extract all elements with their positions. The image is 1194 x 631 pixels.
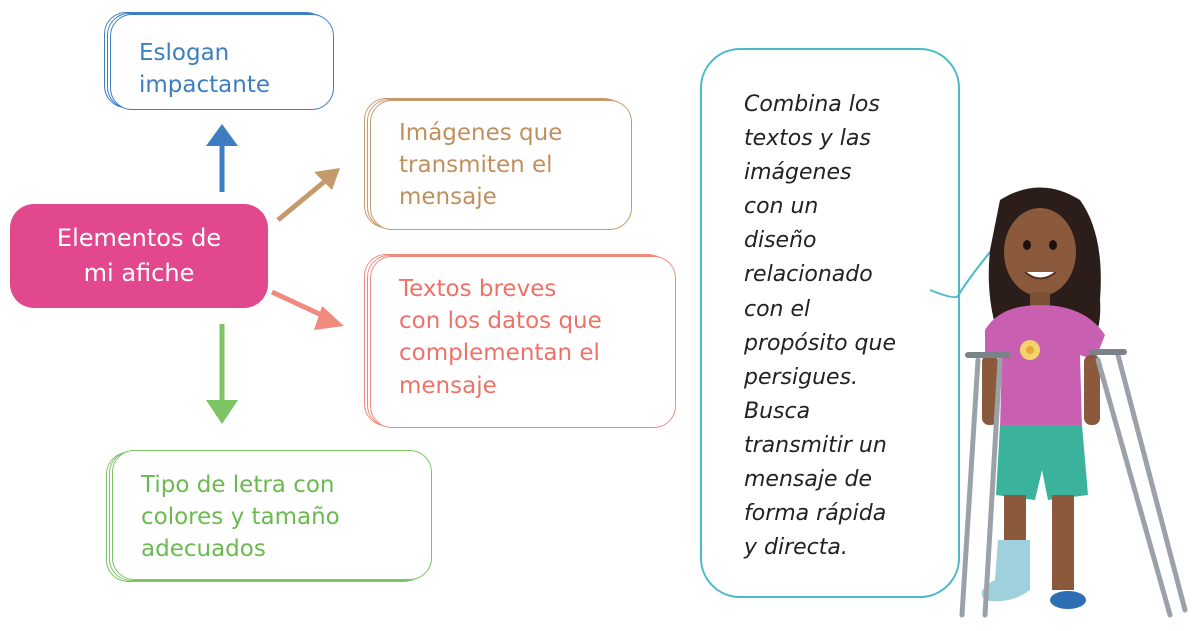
speech-bubble-text: Combina los textos y las imágenes con un… [744,92,896,561]
node-imagenes: Imágenes que transmiten el mensaje [370,100,632,230]
arrow-down-right-icon [270,289,344,330]
node-tipo-label: Tipo de letra con colores y tamaño adecu… [141,472,340,563]
central-node-label: Elementos de mi afiche [56,224,222,287]
node-textos-label: Textos breves con los datos que compleme… [399,276,602,399]
speech-bubble: Combina los textos y las imágenes con un… [700,48,960,598]
arrow-down-icon [206,324,238,424]
node-imagenes-label: Imágenes que transmiten el mensaje [399,120,563,211]
arrow-up-icon [206,124,238,192]
node-eslogan: Eslogan impactante [110,14,334,110]
arrow-up-right-icon [276,168,340,222]
central-node: Elementos de mi afiche [10,204,268,308]
node-textos: Textos breves con los datos que compleme… [370,256,676,428]
node-tipo: Tipo de letra con colores y tamaño adecu… [112,450,432,580]
node-eslogan-label: Eslogan impactante [139,40,270,99]
